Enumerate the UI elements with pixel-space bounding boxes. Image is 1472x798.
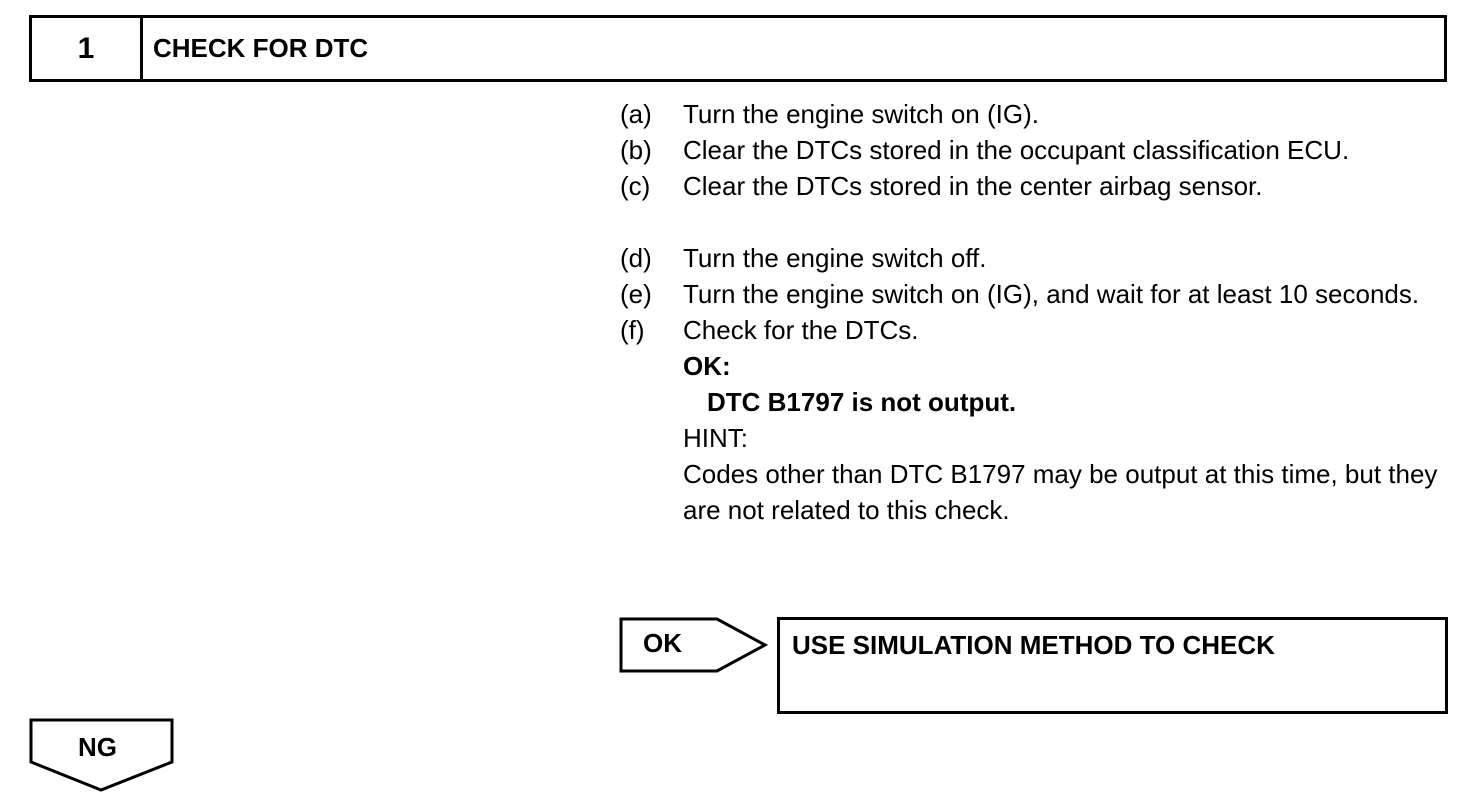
ok-arrow-icon xyxy=(619,617,769,673)
step-text: Turn the engine switch off. xyxy=(683,243,987,273)
ok-action-text: USE SIMULATION METHOD TO CHECK xyxy=(792,630,1275,660)
step-item-a: (a) Turn the engine switch on (IG). xyxy=(620,96,1460,132)
step-item-e: (e) Turn the engine switch on (IG), and … xyxy=(620,276,1460,312)
ng-arrow-icon xyxy=(29,718,174,792)
hint-label: HINT: xyxy=(683,423,748,453)
step-text: Turn the engine switch on (IG). xyxy=(683,99,1039,129)
step-letter: (e) xyxy=(620,279,652,309)
step-letter: (f) xyxy=(620,315,645,345)
step-item-f: (f) Check for the DTCs. OK: DTC B1797 is… xyxy=(620,312,1460,528)
step-f-content: Check for the DTCs. OK: DTC B1797 is not… xyxy=(683,312,1460,528)
step-letter: (b) xyxy=(620,135,652,165)
ok-label: OK: xyxy=(683,351,731,381)
step-text: Clear the DTCs stored in the occupant cl… xyxy=(683,135,1350,165)
step-letter: (c) xyxy=(620,171,651,201)
ok-action-box: USE SIMULATION METHOD TO CHECK xyxy=(777,617,1448,714)
ok-branch-label: OK xyxy=(643,628,682,658)
step-letter: (a) xyxy=(620,99,652,129)
step-text: Check for the DTCs. xyxy=(683,315,919,345)
step-title: CHECK FOR DTC xyxy=(153,33,369,63)
step-text: Clear the DTCs stored in the center airb… xyxy=(683,171,1263,201)
step-letter: (d) xyxy=(620,243,652,273)
step-item-b: (b) Clear the DTCs stored in the occupan… xyxy=(620,132,1460,168)
step-item-c: (c) Clear the DTCs stored in the center … xyxy=(620,168,1460,204)
step-number: 1 xyxy=(32,18,143,79)
procedure-steps: (a) Turn the engine switch on (IG). (b) … xyxy=(620,96,1460,528)
spacer xyxy=(620,204,1460,240)
step-text: Turn the engine switch on (IG), and wait… xyxy=(683,279,1420,309)
ok-result: DTC B1797 is not output. xyxy=(707,387,1017,417)
hint-text: Codes other than DTC B1797 may be output… xyxy=(683,459,1438,525)
step-header: 1 CHECK FOR DTC xyxy=(29,15,1447,82)
step-item-d: (d) Turn the engine switch off. xyxy=(620,240,1460,276)
ng-branch-label: NG xyxy=(78,732,117,762)
